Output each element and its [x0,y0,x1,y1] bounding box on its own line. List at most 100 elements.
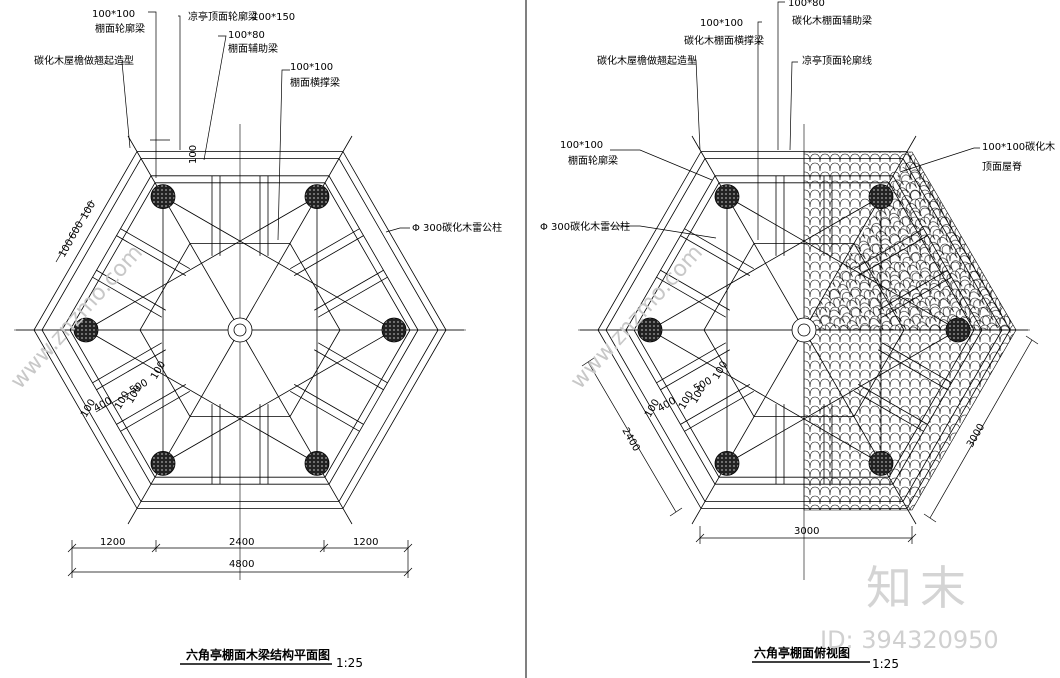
eave-upturn-label-left: 碳化木屋檐做翘起造型 [34,54,134,67]
radial-ridge-beam [127,135,241,331]
roof-tiles-lower [803,329,1017,511]
brace-beam [290,390,360,432]
brace-beam [116,384,186,425]
brace-beam [656,342,726,384]
dim-2400-right: 2400 [619,426,641,454]
post-label-right: Φ 300碳化木雷公柱 [540,220,630,233]
brace-beam [660,269,730,311]
watermark-site-left: www.znzmo.com [6,240,148,394]
brace-beam [680,384,750,425]
brace-beam [290,228,360,270]
brace-beam [92,276,162,318]
radial-ridge-beam [691,135,805,331]
ridge-size-label: 100*100碳化木 [982,140,1055,153]
dim-100-left-a: 100 [57,237,76,259]
outline-beam-label-left: 棚面轮廓梁 [95,22,145,35]
aux-beam-size-right: 100*80 [788,0,825,9]
brace-beam [854,390,924,432]
king-post-inner [233,323,247,337]
timber-post [150,184,176,210]
brace-beam [684,390,754,432]
brace-beam-label-left: 棚面横撑梁 [290,76,340,89]
dim-100-left-c: 100 [149,359,168,381]
callout-leaders-left [121,11,410,241]
aux-beam-label-right: 碳化木棚面辅助梁 [792,14,872,27]
brace-beam [92,342,162,384]
watermark-id: ID: 394320950 [820,626,999,654]
outline-beam-label-right: 棚面轮廓梁 [568,154,618,167]
brace-beam [858,235,928,276]
brace-beam [878,269,948,311]
beam-structure-left [14,124,466,580]
king-post-outer [227,317,253,343]
brace-beam [684,228,754,270]
brace-beam [878,349,948,391]
brace-beam [882,342,952,384]
brace-beam [314,349,384,391]
roof-outline-beam-label-left: 凉亭顶面轮廓梁 [188,10,258,23]
brace-beam-size-left: 100*100 [290,62,333,73]
radial-ridge-beam [127,329,241,525]
king-post-outer [791,317,817,343]
brace-beam [318,342,388,384]
roof-tiles-diagonal [804,152,1016,330]
timber-post [150,450,176,476]
brace-beam [882,276,952,318]
eave-upturn-label-right: 碳化木屋檐做翘起造型 [597,54,697,67]
roof-outline-beam-size-left: 100*150 [252,12,295,23]
dim-3000-side-right: 3000 [965,422,987,450]
dim-1200-left-b: 1200 [353,537,378,548]
timber-post [945,317,971,343]
brace-beam [96,269,166,311]
outline-beam-size-left: 100*100 [92,9,135,20]
dim-1200-left-a: 1200 [100,537,125,548]
title-left: 六角亭棚面木梁结构平面图 [186,647,330,662]
dim-100-left-top: 100 [188,145,199,164]
timber-post [714,184,740,210]
dim-400-right: 400 [656,396,678,415]
dim-600-left: 600 [67,219,86,241]
roof-outline-label-right: 凉亭顶面轮廓线 [802,54,872,67]
brace-beam [660,349,730,391]
brace-beam [656,276,726,318]
title-right: 六角亭棚面俯视图 [754,645,850,660]
radial-ridge-beam [691,329,805,525]
king-post-inner [797,323,811,337]
brace-beam [120,228,190,270]
timber-post [637,317,663,343]
dim-4800-left: 4800 [229,559,254,570]
brace-beam [680,235,750,276]
brace-beam-size-right: 100*100 [700,18,743,29]
brace-beam [96,349,166,391]
scale-left: 1:25 [336,656,363,670]
dim-100-left-b: 100 [79,199,98,221]
brace-beam [116,235,186,276]
right-top-view: 100*80 碳化木棚面辅助梁 100*100 碳化木棚面横撑梁 碳化木屋檐做翘… [540,0,1055,671]
left-plan-view: 100*100 棚面轮廓梁 凉亭顶面轮廓梁 100*150 100*80 棚面辅… [14,9,502,670]
timber-post [868,184,894,210]
brace-beam [318,276,388,318]
brace-beam-label-right: 碳化木棚面横撑梁 [684,34,764,47]
post-label-left: Φ 300碳化木雷公柱 [412,221,502,234]
brace-beam [314,269,384,311]
brace-beam [294,384,364,425]
watermark-brand: 知末 [866,561,974,615]
dim-400-left: 400 [92,396,114,415]
brace-beam [120,390,190,432]
dimension-lines-left [55,139,413,578]
radial-ridge-beam [803,135,917,331]
timber-post [868,450,894,476]
radial-ridge-beam [803,329,917,525]
aux-beam-size-left: 100*80 [228,30,265,41]
aux-beam-label-left: 棚面辅助梁 [228,42,278,55]
radial-ridge-beam [239,329,353,525]
dim-3000-bottom-right: 3000 [794,526,819,537]
brace-beam [854,228,924,270]
ridge-label: 顶面屋脊 [982,160,1022,173]
beam-structure-right [578,124,1030,580]
callout-leaders-right [610,1,980,240]
timber-post [714,450,740,476]
timber-post [381,317,407,343]
brace-beam [858,384,928,425]
